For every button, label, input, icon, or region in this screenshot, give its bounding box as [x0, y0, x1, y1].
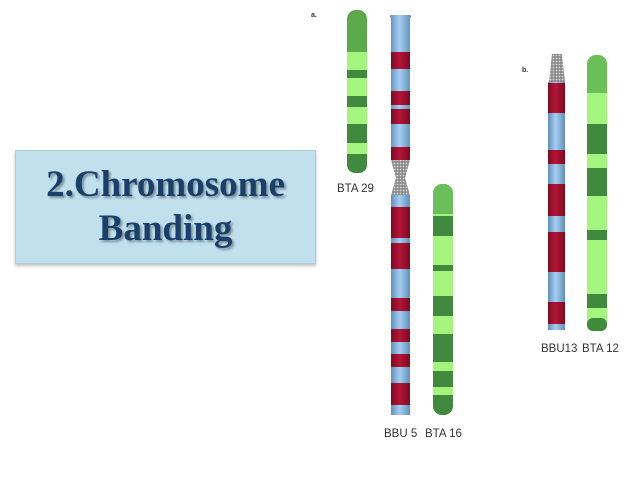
label-bta16: BTA 16: [425, 428, 462, 440]
chromosome-bta12: [587, 55, 607, 331]
panel-label-a: a.: [311, 12, 317, 19]
panel-label-b: b.: [522, 67, 529, 74]
slide-title-line1: 2.Chromosome: [46, 164, 285, 205]
chromosome-bta16: [433, 184, 453, 415]
label-bbu5: BBU 5: [384, 428, 418, 440]
label-bta29: BTA 29: [337, 183, 374, 195]
chromosome-bbu13: [548, 54, 565, 330]
chromosome-bta29: [347, 10, 367, 173]
label-bbu13: BBU13: [541, 343, 578, 355]
title-box: 2.Chromosome Banding: [15, 150, 316, 264]
chromosome-bbu5: [389, 14, 412, 415]
label-bta12: BTA 12: [582, 343, 619, 355]
slide-title-line2: Banding: [98, 208, 233, 249]
